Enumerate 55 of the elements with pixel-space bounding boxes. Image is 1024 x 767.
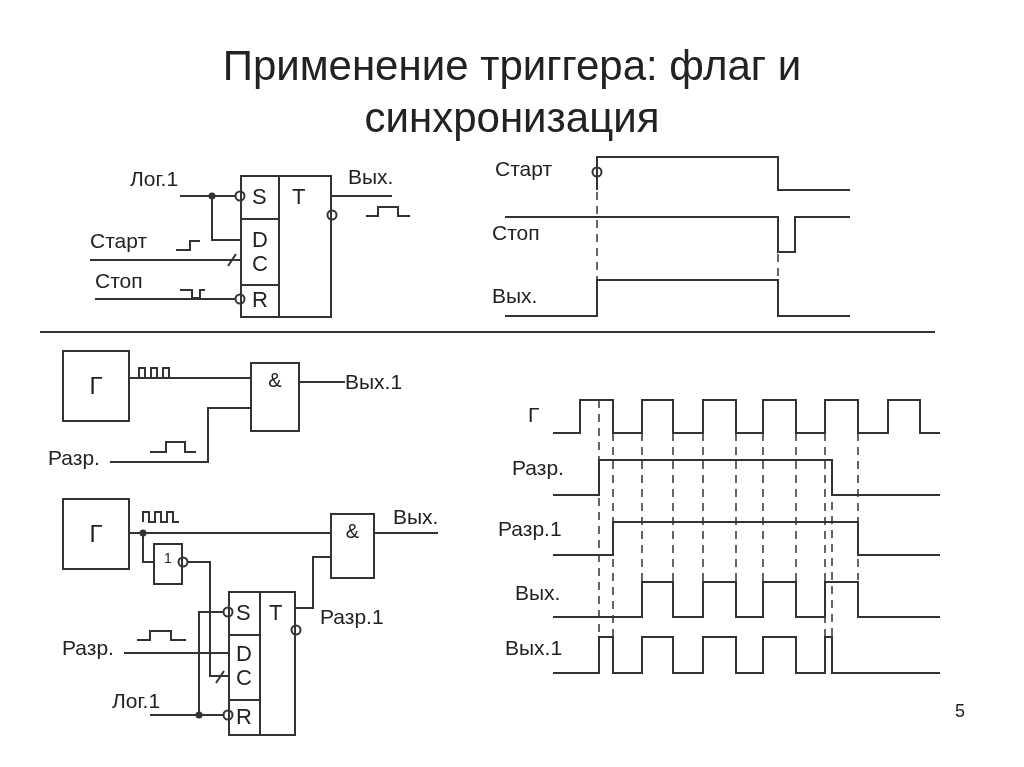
logic-gate xyxy=(153,543,183,585)
signal-label: Вых. xyxy=(393,506,439,533)
gate-symbol: & xyxy=(344,521,361,541)
trigger-block xyxy=(240,175,332,318)
signal-label: Лог.1 xyxy=(130,168,179,196)
pin-label: S xyxy=(252,186,267,208)
wire xyxy=(94,293,246,305)
wire xyxy=(374,532,439,534)
generator-label: Г xyxy=(88,374,104,398)
wire xyxy=(295,556,331,609)
wire xyxy=(177,556,229,677)
wire xyxy=(89,259,241,261)
pin-label: T xyxy=(269,602,283,624)
wire xyxy=(179,195,241,241)
pin-label: T xyxy=(292,186,306,208)
signal-label: Разр. xyxy=(48,447,100,469)
signal-label: Старт xyxy=(90,230,148,260)
wire xyxy=(129,532,154,563)
edge-label: Разр.1 xyxy=(320,606,384,627)
pin-label: C xyxy=(236,667,252,689)
pin-label: C xyxy=(252,253,268,275)
signal-label: Вых.1 xyxy=(505,637,563,658)
signal-label: Разр.1 xyxy=(498,518,562,539)
signal-label: Вых.1 xyxy=(345,371,403,393)
signal-label: Лог.1 xyxy=(112,690,161,715)
trigger-block xyxy=(228,591,296,736)
wire xyxy=(299,381,346,383)
wire xyxy=(149,606,234,716)
pin-label: R xyxy=(252,289,268,311)
logic-gate xyxy=(250,362,300,432)
generator-block xyxy=(62,498,130,570)
page-number: 5 xyxy=(955,702,965,720)
wire xyxy=(331,195,393,197)
logic-gate xyxy=(330,513,375,579)
signal-label: Вых. xyxy=(492,285,538,306)
pin-label: D xyxy=(252,229,268,251)
wire xyxy=(129,377,251,379)
slide-title: Применение триггера: флаг и синхронизация xyxy=(221,41,803,143)
signal-label: Стоп xyxy=(492,222,540,243)
pin-label: S xyxy=(236,602,251,624)
signal-label: Вых. xyxy=(348,166,394,196)
gate-symbol: 1 xyxy=(163,551,173,565)
pin-label: R xyxy=(236,706,252,728)
signal-label: Разр. xyxy=(62,637,114,659)
generator-label: Г xyxy=(88,522,104,546)
gate-symbol: & xyxy=(267,370,283,390)
signal-label: Стоп xyxy=(95,270,143,299)
signal-label: Вых. xyxy=(515,582,561,603)
signal-label: Старт xyxy=(495,158,553,179)
wire xyxy=(109,407,251,463)
signal-label: Разр. xyxy=(512,457,564,478)
pin-label: D xyxy=(236,643,252,665)
signal-label: Г xyxy=(528,404,540,425)
wire xyxy=(123,652,229,654)
generator-block xyxy=(62,350,130,422)
